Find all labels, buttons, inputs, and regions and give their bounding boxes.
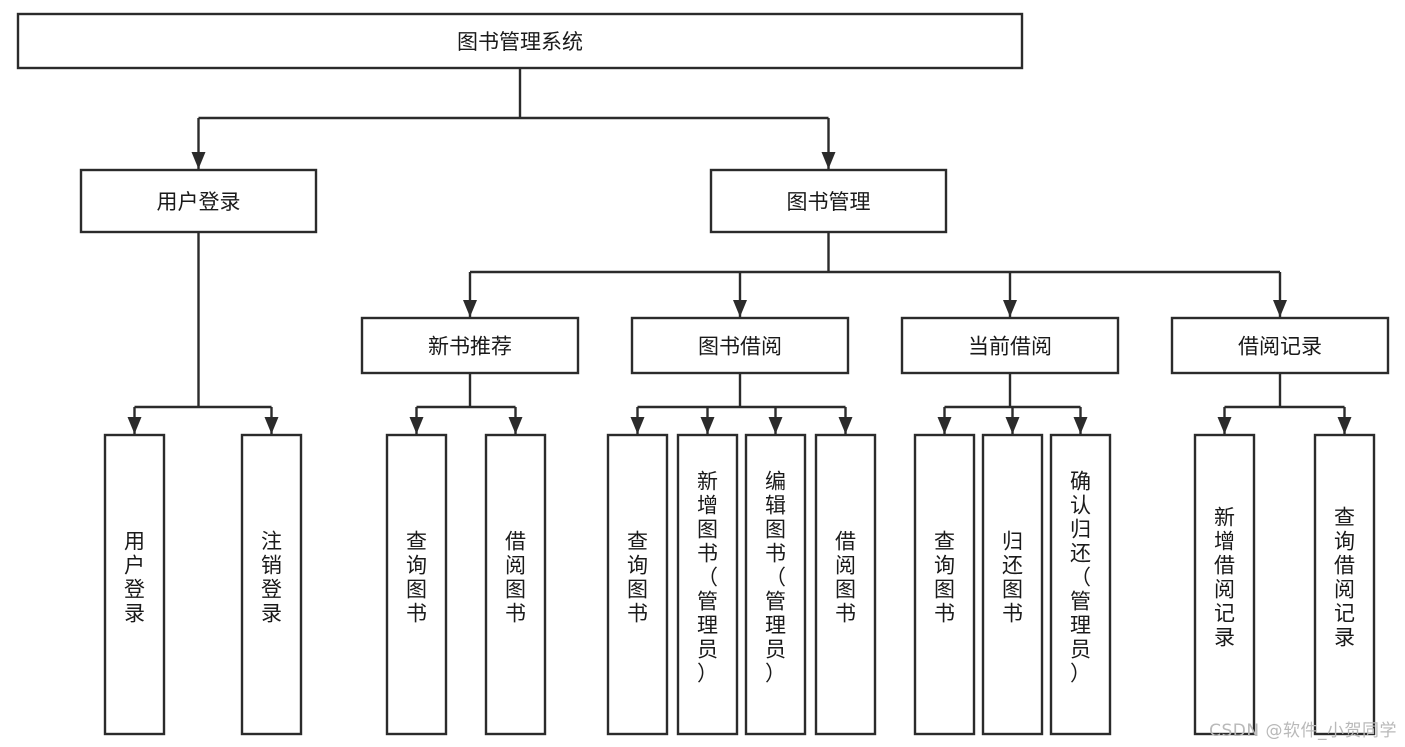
node-leaf-confirm-return[interactable]: 确认归还（管理员） [1049, 433, 1112, 736]
node-label: 图书管理 [787, 190, 871, 214]
arrow-head-icon [1005, 417, 1020, 434]
node-label: 图书借阅 [698, 335, 782, 359]
node-label: 用户登录 [124, 530, 145, 626]
connector-layer [127, 68, 1352, 434]
node-label: 图书管理系统 [457, 30, 583, 54]
node-root[interactable]: 图书管理系统 [16, 12, 1024, 70]
node-leaf-borrow-book-1[interactable]: 借阅图书 [484, 433, 547, 736]
arrow-head-icon [264, 417, 279, 434]
node-label: 查询图书 [934, 530, 955, 626]
arrow-head-icon [768, 417, 783, 434]
node-label: 查询借阅记录 [1334, 506, 1355, 650]
arrow-head-icon [937, 417, 952, 434]
node-label: 新增借阅记录 [1214, 506, 1235, 650]
node-label: 借阅图书 [505, 530, 526, 626]
node-label: 新增图书（管理员） [697, 470, 718, 686]
arrow-head-icon [630, 417, 645, 434]
node-label: 当前借阅 [968, 335, 1052, 359]
node-leaf-add-book[interactable]: 新增图书（管理员） [676, 433, 739, 736]
node-leaf-query-book-1[interactable]: 查询图书 [385, 433, 448, 736]
node-label: 新书推荐 [428, 335, 512, 359]
node-layer: 图书管理系统用户登录图书管理新书推荐图书借阅当前借阅借阅记录用户登录注销登录查询… [16, 12, 1390, 736]
node-label: 查询图书 [627, 530, 648, 626]
node-label: 注销登录 [261, 530, 282, 626]
node-current-borrow[interactable]: 当前借阅 [900, 316, 1120, 375]
arrow-head-icon [1217, 417, 1232, 434]
node-book-borrow[interactable]: 图书借阅 [630, 316, 850, 375]
node-user-login[interactable]: 用户登录 [79, 168, 318, 234]
node-label: 编辑图书（管理员） [765, 470, 786, 686]
node-label: 借阅记录 [1238, 335, 1322, 359]
arrow-head-icon [733, 300, 747, 317]
arrow-head-icon [508, 417, 523, 434]
arrow-head-icon [1273, 300, 1287, 317]
arrow-head-icon [1337, 417, 1352, 434]
csdn-watermark: CSDN @软件_小贺同学 [1209, 721, 1397, 741]
node-book-manage[interactable]: 图书管理 [709, 168, 948, 234]
node-leaf-user-login[interactable]: 用户登录 [103, 433, 166, 736]
node-new-book-recommend[interactable]: 新书推荐 [360, 316, 580, 375]
node-label: 查询图书 [406, 530, 427, 626]
node-label: 借阅图书 [835, 530, 856, 626]
node-leaf-query-book-2[interactable]: 查询图书 [606, 433, 669, 736]
arrow-head-icon [838, 417, 853, 434]
node-leaf-borrow-book-2[interactable]: 借阅图书 [814, 433, 877, 736]
node-leaf-add-record[interactable]: 新增借阅记录 [1193, 433, 1256, 736]
arrow-head-icon [821, 152, 836, 169]
node-leaf-query-book-3[interactable]: 查询图书 [913, 433, 976, 736]
arrow-head-icon [1073, 417, 1088, 434]
node-leaf-query-record[interactable]: 查询借阅记录 [1313, 433, 1376, 736]
node-label: 用户登录 [157, 190, 241, 214]
node-label: 归还图书 [1002, 530, 1023, 626]
arrow-head-icon [700, 417, 715, 434]
arrow-head-icon [1003, 300, 1017, 317]
node-label: 确认归还（管理员） [1070, 470, 1091, 686]
node-leaf-return-book[interactable]: 归还图书 [981, 433, 1044, 736]
node-leaf-logout[interactable]: 注销登录 [240, 433, 303, 736]
arrow-head-icon [191, 152, 206, 169]
arrow-head-icon [463, 300, 477, 317]
node-borrow-record[interactable]: 借阅记录 [1170, 316, 1390, 375]
node-leaf-edit-book[interactable]: 编辑图书（管理员） [744, 433, 807, 736]
arrow-head-icon [127, 417, 142, 434]
arrow-head-icon [409, 417, 424, 434]
